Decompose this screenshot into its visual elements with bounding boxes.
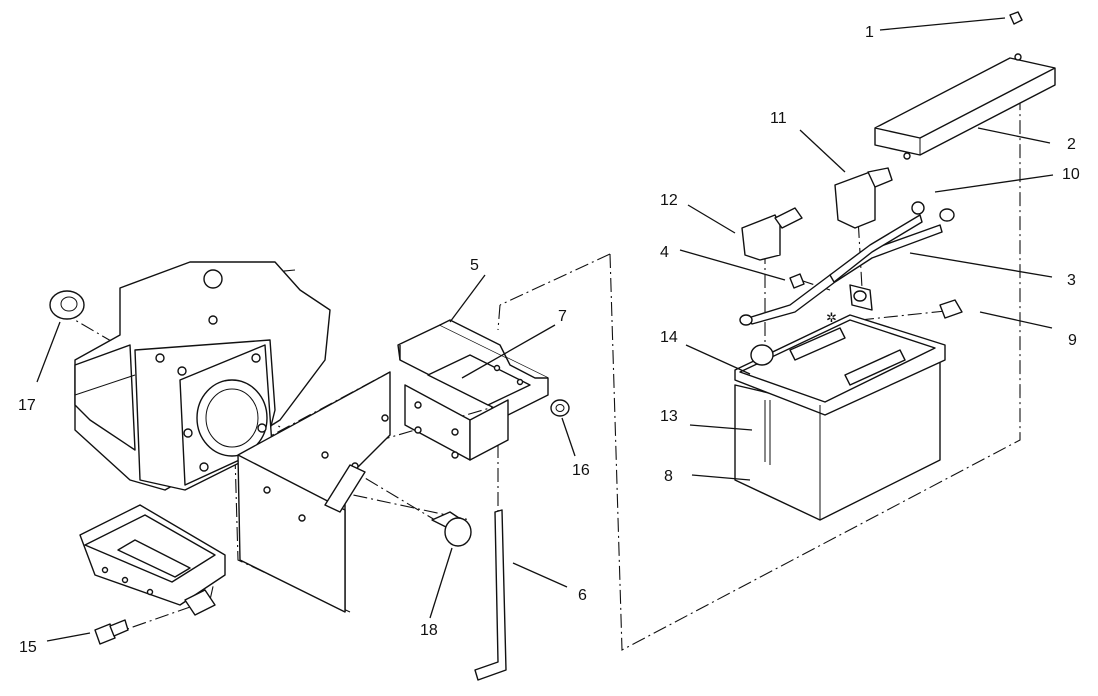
- callout-4: 4: [660, 244, 669, 261]
- callout-12: 12: [660, 192, 678, 209]
- callout-1: 1: [865, 24, 874, 41]
- bolt-9: [939, 299, 963, 319]
- terminal-boot-12: [741, 207, 803, 261]
- mounting-housing: [74, 261, 331, 491]
- j-bolt-6: [474, 509, 507, 681]
- svg-text:✲: ✲: [826, 310, 837, 325]
- nut-1: [1009, 11, 1023, 25]
- battery-terminals: [750, 284, 873, 366]
- lower-tray: [79, 504, 226, 616]
- callout-14: 14: [660, 329, 678, 346]
- callout-5: 5: [470, 257, 479, 274]
- callout-labels: 1 2 3 4 5 6 7 8 9 10 11 12 13 14 15 16 1…: [18, 24, 1080, 656]
- battery-8: ✲: [734, 310, 946, 521]
- flange-nut-16: [550, 399, 570, 417]
- grommet-17: [49, 290, 85, 320]
- hold-down-bracket-2: [874, 53, 1056, 160]
- callout-9: 9: [1068, 332, 1077, 349]
- support-bracket: [397, 319, 549, 461]
- callout-10: 10: [1062, 166, 1080, 183]
- callout-16: 16: [572, 462, 590, 479]
- leader-lines: [36, 17, 1054, 642]
- carriage-bolt-18: [431, 511, 472, 547]
- callout-11: 11: [770, 110, 787, 127]
- callout-18: 18: [420, 622, 438, 639]
- callout-15: 15: [19, 639, 37, 656]
- callout-3: 3: [1067, 272, 1076, 289]
- nut-4: [789, 273, 805, 289]
- battery-cables: [739, 201, 955, 326]
- callout-17: 17: [18, 397, 36, 414]
- callout-13: 13: [660, 408, 678, 425]
- callout-6: 6: [578, 587, 587, 604]
- terminal-boot-11: [834, 167, 893, 229]
- callout-2: 2: [1067, 136, 1076, 153]
- callout-7: 7: [558, 308, 567, 325]
- mounting-plate: [237, 371, 391, 613]
- callout-8: 8: [664, 468, 673, 485]
- bolt-15: [94, 619, 129, 645]
